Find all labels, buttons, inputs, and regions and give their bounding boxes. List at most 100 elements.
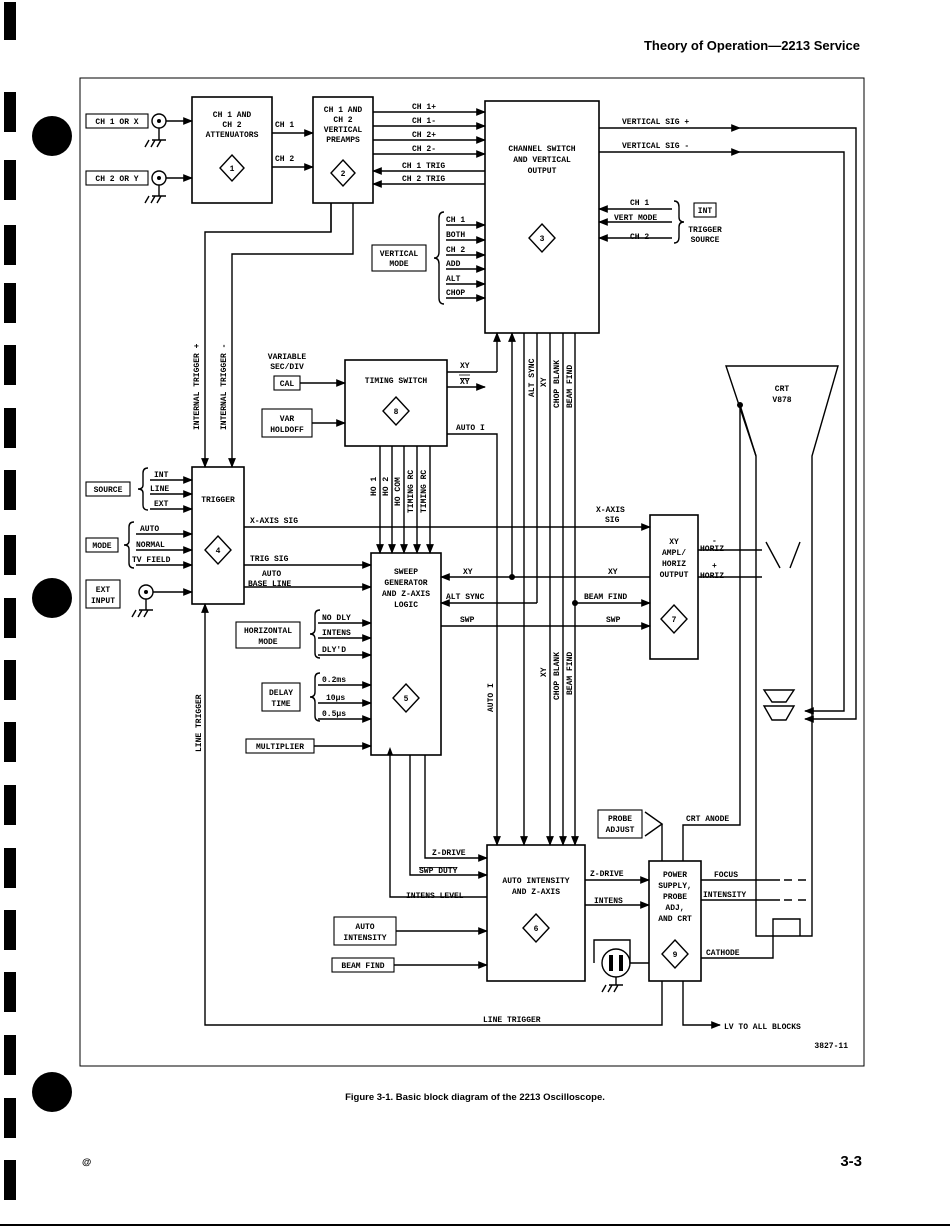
svg-text:CH 1 AND: CH 1 AND	[324, 106, 363, 115]
deflection-plates-icon	[765, 541, 801, 569]
svg-text:5: 5	[404, 695, 409, 704]
svg-text:INTENSITY: INTENSITY	[703, 891, 746, 900]
ext-input: EXT INPUT	[85, 579, 193, 618]
svg-text:7: 7	[672, 616, 677, 625]
svg-text:AUTO I: AUTO I	[456, 424, 485, 433]
diamond-icon	[204, 534, 232, 566]
svg-text:CH 2 TRIG: CH 2 TRIG	[402, 175, 445, 184]
svg-text:VARIABLE: VARIABLE	[268, 353, 307, 362]
svg-text:POWER: POWER	[663, 871, 687, 880]
svg-text:1: 1	[230, 165, 235, 174]
auto-intensity-input: AUTO INTENSITY	[333, 916, 488, 946]
punch-hole	[32, 1072, 72, 1112]
delay-time-select: DELAY TIME 0.2ms 10µs 0.5µs	[261, 672, 372, 723]
svg-text:HORIZONTAL: HORIZONTAL	[244, 627, 292, 636]
svg-text:DLY'D: DLY'D	[322, 646, 346, 655]
punch-hole	[32, 116, 72, 156]
ground-icon	[601, 977, 623, 993]
svg-text:SOURCE: SOURCE	[691, 236, 720, 245]
svg-text:CH 1+: CH 1+	[412, 103, 436, 112]
svg-text:INTERNAL TRIGGER +: INTERNAL TRIGGER +	[193, 343, 202, 430]
svg-text:LINE TRIGGER: LINE TRIGGER	[483, 1016, 541, 1025]
probe-adjust-output: PROBE ADJUST	[597, 809, 664, 861]
preamp-outputs: CH 1+ CH 1- CH 2+ CH 2- CH 1 TRIG CH 2 T…	[372, 103, 486, 188]
svg-text:CH 2-: CH 2-	[412, 145, 436, 154]
ground-icon	[144, 185, 166, 204]
svg-text:TIMING RC: TIMING RC	[420, 470, 429, 513]
svg-text:EXT: EXT	[96, 586, 111, 595]
svg-text:CH 2 OR Y: CH 2 OR Y	[95, 175, 138, 184]
variable-sec-div: VARIABLE SEC/DIV CAL VAR HOLDOFF	[261, 353, 346, 438]
block-sweep-generator: SWEEP GENERATOR AND Z-AXIS LOGIC 5	[370, 552, 442, 756]
svg-text:BEAM FIND: BEAM FIND	[566, 365, 575, 408]
svg-text:MULTIPLIER: MULTIPLIER	[256, 743, 304, 752]
svg-text:BEAM FIND: BEAM FIND	[341, 962, 384, 971]
svg-text:CH 2+: CH 2+	[412, 131, 436, 140]
svg-text:ATTENUATORS: ATTENUATORS	[206, 131, 259, 140]
svg-text:CHANNEL SWITCH: CHANNEL SWITCH	[508, 145, 575, 154]
diamond-icon	[522, 912, 550, 944]
ground-icon	[144, 128, 166, 148]
svg-text:-: -	[712, 537, 717, 546]
svg-text:3: 3	[540, 235, 545, 244]
svg-text:HORIZ: HORIZ	[700, 572, 724, 581]
svg-text:NORMAL: NORMAL	[136, 541, 165, 550]
block-xy-ampl: XY AMPL/ HORIZ OUTPUT 7	[649, 514, 699, 660]
svg-text:INTENS: INTENS	[322, 629, 351, 638]
svg-text:AND CRT: AND CRT	[658, 915, 692, 924]
neon-lamp-icon	[593, 939, 649, 993]
svg-text:HO 1: HO 1	[370, 477, 379, 496]
svg-text:XY: XY	[540, 377, 549, 387]
svg-text:TIMING SWITCH: TIMING SWITCH	[365, 377, 428, 386]
svg-text:XY: XY	[463, 568, 473, 577]
svg-text:0.2ms: 0.2ms	[322, 676, 346, 685]
diamond-icon	[661, 938, 689, 970]
svg-text:VERTICAL: VERTICAL	[380, 250, 419, 259]
svg-text:CH 1-: CH 1-	[412, 117, 436, 126]
svg-text:ADJUST: ADJUST	[606, 826, 635, 835]
multiplier-input: MULTIPLIER	[245, 738, 372, 754]
svg-text:VERTICAL SIG -: VERTICAL SIG -	[622, 142, 689, 151]
svg-text:AUTO I: AUTO I	[487, 683, 496, 712]
svg-text:PROBE: PROBE	[608, 815, 632, 824]
block-power-supply: POWER SUPPLY, PROBE ADJ, AND CRT 9	[648, 860, 702, 982]
timing-lines: HO 1 HO 2 HO COM TIMING RC TIMING RC	[370, 446, 434, 554]
svg-text:9: 9	[673, 951, 678, 960]
svg-text:HORIZ: HORIZ	[662, 560, 686, 569]
svg-text:INTENS: INTENS	[594, 897, 623, 906]
trigger-mode-input: MODE AUTO NORMAL TV FIELD	[85, 521, 193, 569]
svg-text:CH 2: CH 2	[222, 121, 241, 130]
svg-text:LOGIC: LOGIC	[394, 601, 418, 610]
svg-text:10µs: 10µs	[326, 694, 345, 703]
svg-text:+: +	[712, 562, 717, 571]
svg-text:CHOP BLANK: CHOP BLANK	[553, 652, 562, 700]
trigger-source-input: SOURCE INT LINE EXT	[85, 467, 193, 513]
svg-text:SWP: SWP	[606, 616, 621, 625]
block-timing-switch: TIMING SWITCH 8	[344, 359, 448, 447]
svg-text:VERT MODE: VERT MODE	[614, 214, 657, 223]
svg-text:CH 2: CH 2	[630, 233, 649, 242]
svg-text:VERTICAL SIG +: VERTICAL SIG +	[622, 118, 689, 127]
svg-text:NO DLY: NO DLY	[322, 614, 351, 623]
block-channel-switch: CHANNEL SWITCH AND VERTICAL OUTPUT 3	[484, 100, 600, 334]
svg-text:PREAMPS: PREAMPS	[326, 136, 360, 145]
svg-text:CH 1: CH 1	[630, 199, 649, 208]
figure-caption: Figure 3-1. Basic block diagram of the 2…	[345, 1092, 605, 1103]
svg-text:CRT: CRT	[775, 385, 790, 394]
svg-text:VERTICAL: VERTICAL	[324, 126, 363, 135]
svg-text:CH 1 AND: CH 1 AND	[213, 111, 252, 120]
block-trigger: TRIGGER 4	[191, 466, 245, 605]
svg-text:SWP: SWP	[460, 616, 475, 625]
svg-text:ADD: ADD	[446, 260, 461, 269]
diamond-icon	[219, 153, 245, 183]
svg-text:CH 1 OR X: CH 1 OR X	[95, 118, 138, 127]
svg-text:AND Z-AXIS: AND Z-AXIS	[382, 590, 430, 599]
svg-text:SEC/DIV: SEC/DIV	[270, 363, 304, 372]
svg-text:SOURCE: SOURCE	[94, 486, 123, 495]
svg-text:Z-DRIVE: Z-DRIVE	[432, 849, 466, 858]
crt-tube: CRT V878	[725, 365, 839, 937]
svg-text:TIMING RC: TIMING RC	[407, 470, 416, 513]
svg-text:LINE: LINE	[150, 485, 169, 494]
svg-text:SWEEP: SWEEP	[394, 568, 418, 577]
